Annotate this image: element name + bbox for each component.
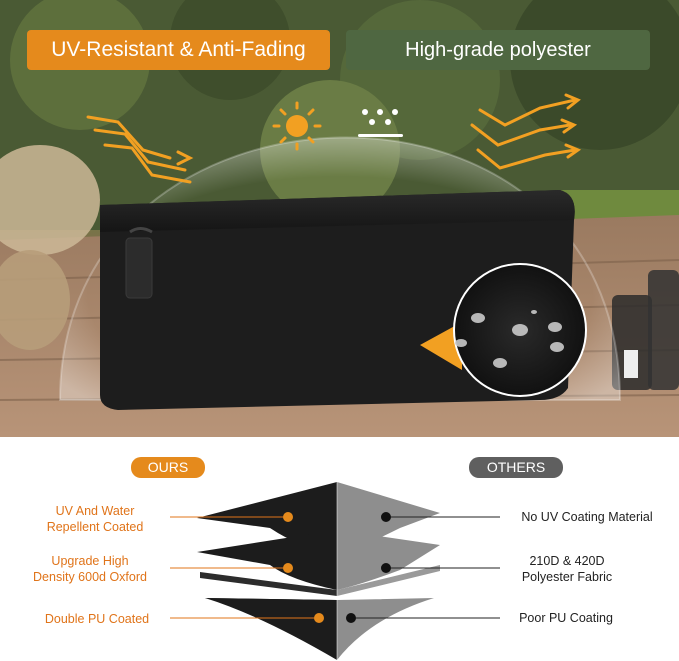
others-feature-2-line2: Polyester Fabric bbox=[521, 570, 613, 584]
ours-feature-1-line1: UV And Water bbox=[55, 504, 135, 518]
product-photo: UV-Resistant & Anti-Fading High-grade po… bbox=[0, 0, 679, 437]
ours-connectors bbox=[170, 516, 318, 619]
ours-marker bbox=[314, 613, 324, 623]
others-feature-2: 210D & 420D Polyester Fabric bbox=[482, 553, 652, 585]
sun-icon bbox=[272, 101, 322, 151]
ours-feature-3-line1: Double PU Coated bbox=[44, 612, 150, 626]
uv-resistant-banner: UV-Resistant & Anti-Fading bbox=[27, 30, 330, 70]
others-marker bbox=[381, 512, 391, 522]
others-tag: OTHERS bbox=[469, 457, 563, 478]
zoom-pointer bbox=[420, 322, 462, 370]
layer-bottom bbox=[205, 598, 434, 660]
hanging-chair bbox=[0, 145, 100, 255]
ours-marker bbox=[283, 512, 293, 522]
others-feature-2-line1: 210D & 420D bbox=[529, 554, 605, 568]
ray-arrows-icon bbox=[470, 93, 582, 170]
rain-icon bbox=[358, 109, 403, 137]
others-feature-1: No UV Coating Material bbox=[502, 509, 672, 525]
others-connectors bbox=[352, 516, 500, 619]
others-marker bbox=[346, 613, 356, 623]
others-marker bbox=[381, 563, 391, 573]
ours-feature-2-line2: Density 600d Oxford bbox=[33, 570, 147, 584]
lantern bbox=[612, 295, 652, 390]
fabric-layers-diagram bbox=[170, 482, 500, 660]
others-feature-1-line1: No UV Coating Material bbox=[521, 510, 653, 524]
others-feature-3-line1: Poor PU Coating bbox=[519, 611, 613, 625]
ours-feature-1: UV And Water Repellent Coated bbox=[15, 503, 175, 535]
ours-tag: OURS bbox=[131, 457, 205, 478]
ray-arrows-icon bbox=[86, 115, 194, 184]
others-feature-3: Poor PU Coating bbox=[481, 610, 651, 626]
ours-feature-2: Upgrade High Density 600d Oxford bbox=[10, 553, 170, 585]
polyester-banner: High-grade polyester bbox=[346, 30, 650, 70]
ours-feature-1-line2: Repellent Coated bbox=[46, 520, 144, 534]
ours-feature-2-line1: Upgrade High bbox=[51, 554, 129, 568]
ours-feature-3: Double PU Coated bbox=[17, 611, 177, 627]
layer-middle bbox=[197, 530, 440, 596]
ours-marker bbox=[283, 563, 293, 573]
